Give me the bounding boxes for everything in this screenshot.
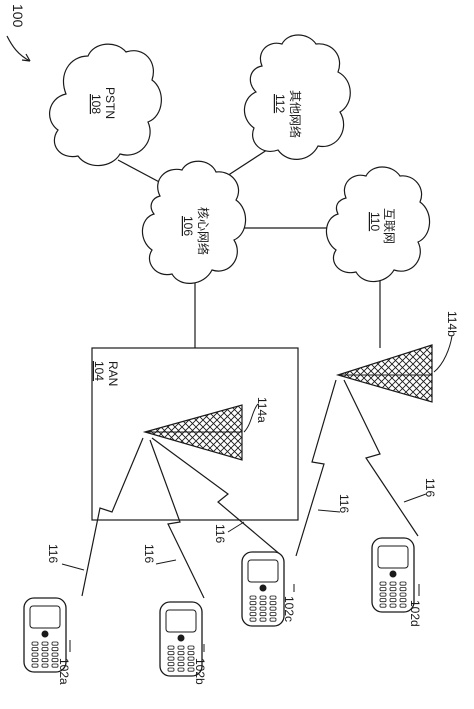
link-label-102d: 116 xyxy=(423,478,437,497)
air-link-102d xyxy=(343,379,419,537)
cloud-core-outline xyxy=(141,160,247,284)
tower-114a-leader xyxy=(243,403,259,433)
air-link-102c-from-114a xyxy=(151,437,283,557)
tower-114b-leader xyxy=(433,335,453,373)
tower-114a-label: 114a xyxy=(255,397,269,423)
ran-box: 104 RAN xyxy=(91,347,299,521)
device-labels: 102a 102b 102c 102d xyxy=(57,584,422,685)
cloud-other-ref: 112 xyxy=(273,94,287,113)
cloud-pstn-outline xyxy=(49,43,162,167)
phone-a-icon xyxy=(23,597,67,673)
device-label-102b: 102b xyxy=(193,658,207,685)
figure-number: 100 xyxy=(6,4,31,62)
ran-name: RAN xyxy=(106,361,120,386)
air-link-102a xyxy=(81,437,144,597)
device-label-102a: 102a xyxy=(57,658,71,685)
cloud-pstn-name: PSTN xyxy=(103,87,117,119)
phone-c-icon xyxy=(241,551,285,627)
phone-d-icon xyxy=(371,537,415,613)
cloud-core-ref: 106 xyxy=(181,216,195,236)
ran-box-outline xyxy=(91,347,299,521)
link-label-102c-a: 116 xyxy=(213,524,227,543)
cloud-pstn: 108 PSTN xyxy=(49,43,162,167)
device-label-102c: 102c xyxy=(282,596,296,622)
cloud-internet: 110 互联网 xyxy=(325,166,431,283)
air-link-102c-from-114b xyxy=(295,379,337,557)
cloud-internet-name: 互联网 xyxy=(382,208,396,244)
phone-b-icon xyxy=(159,601,203,677)
air-link-102b xyxy=(149,439,205,599)
link-label-102c-b: 116 xyxy=(337,494,351,513)
tower-114a-lattice xyxy=(142,404,243,461)
link-label-102b: 116 xyxy=(142,544,156,563)
device-label-102d: 102d xyxy=(408,600,422,627)
link-labels: 116 116 116 116 116 xyxy=(46,478,437,571)
figure-number-label: 100 xyxy=(10,4,26,28)
ran-ref: 104 xyxy=(92,361,106,381)
cloud-core-name: 核心网络 xyxy=(196,207,211,255)
phones xyxy=(23,537,415,677)
link-label-102a: 116 xyxy=(46,544,60,563)
tower-114b: 114b xyxy=(335,311,459,403)
cloud-pstn-ref: 108 xyxy=(89,94,103,114)
cloud-core-network: 106 核心网络 xyxy=(141,160,247,284)
cloud-other-networks: 112 其他网络 xyxy=(243,34,351,160)
figure-arrow-icon xyxy=(6,35,31,62)
wireless-links xyxy=(81,379,419,599)
cloud-internet-ref: 110 xyxy=(368,212,382,231)
tower-114a: 114a xyxy=(142,397,269,461)
cloud-internet-outline xyxy=(325,166,431,283)
cloud-other-outline xyxy=(243,34,351,160)
tower-114b-lattice xyxy=(335,344,433,403)
cloud-other-name: 其他网络 xyxy=(288,90,303,138)
tower-114b-label: 114b xyxy=(445,311,459,337)
